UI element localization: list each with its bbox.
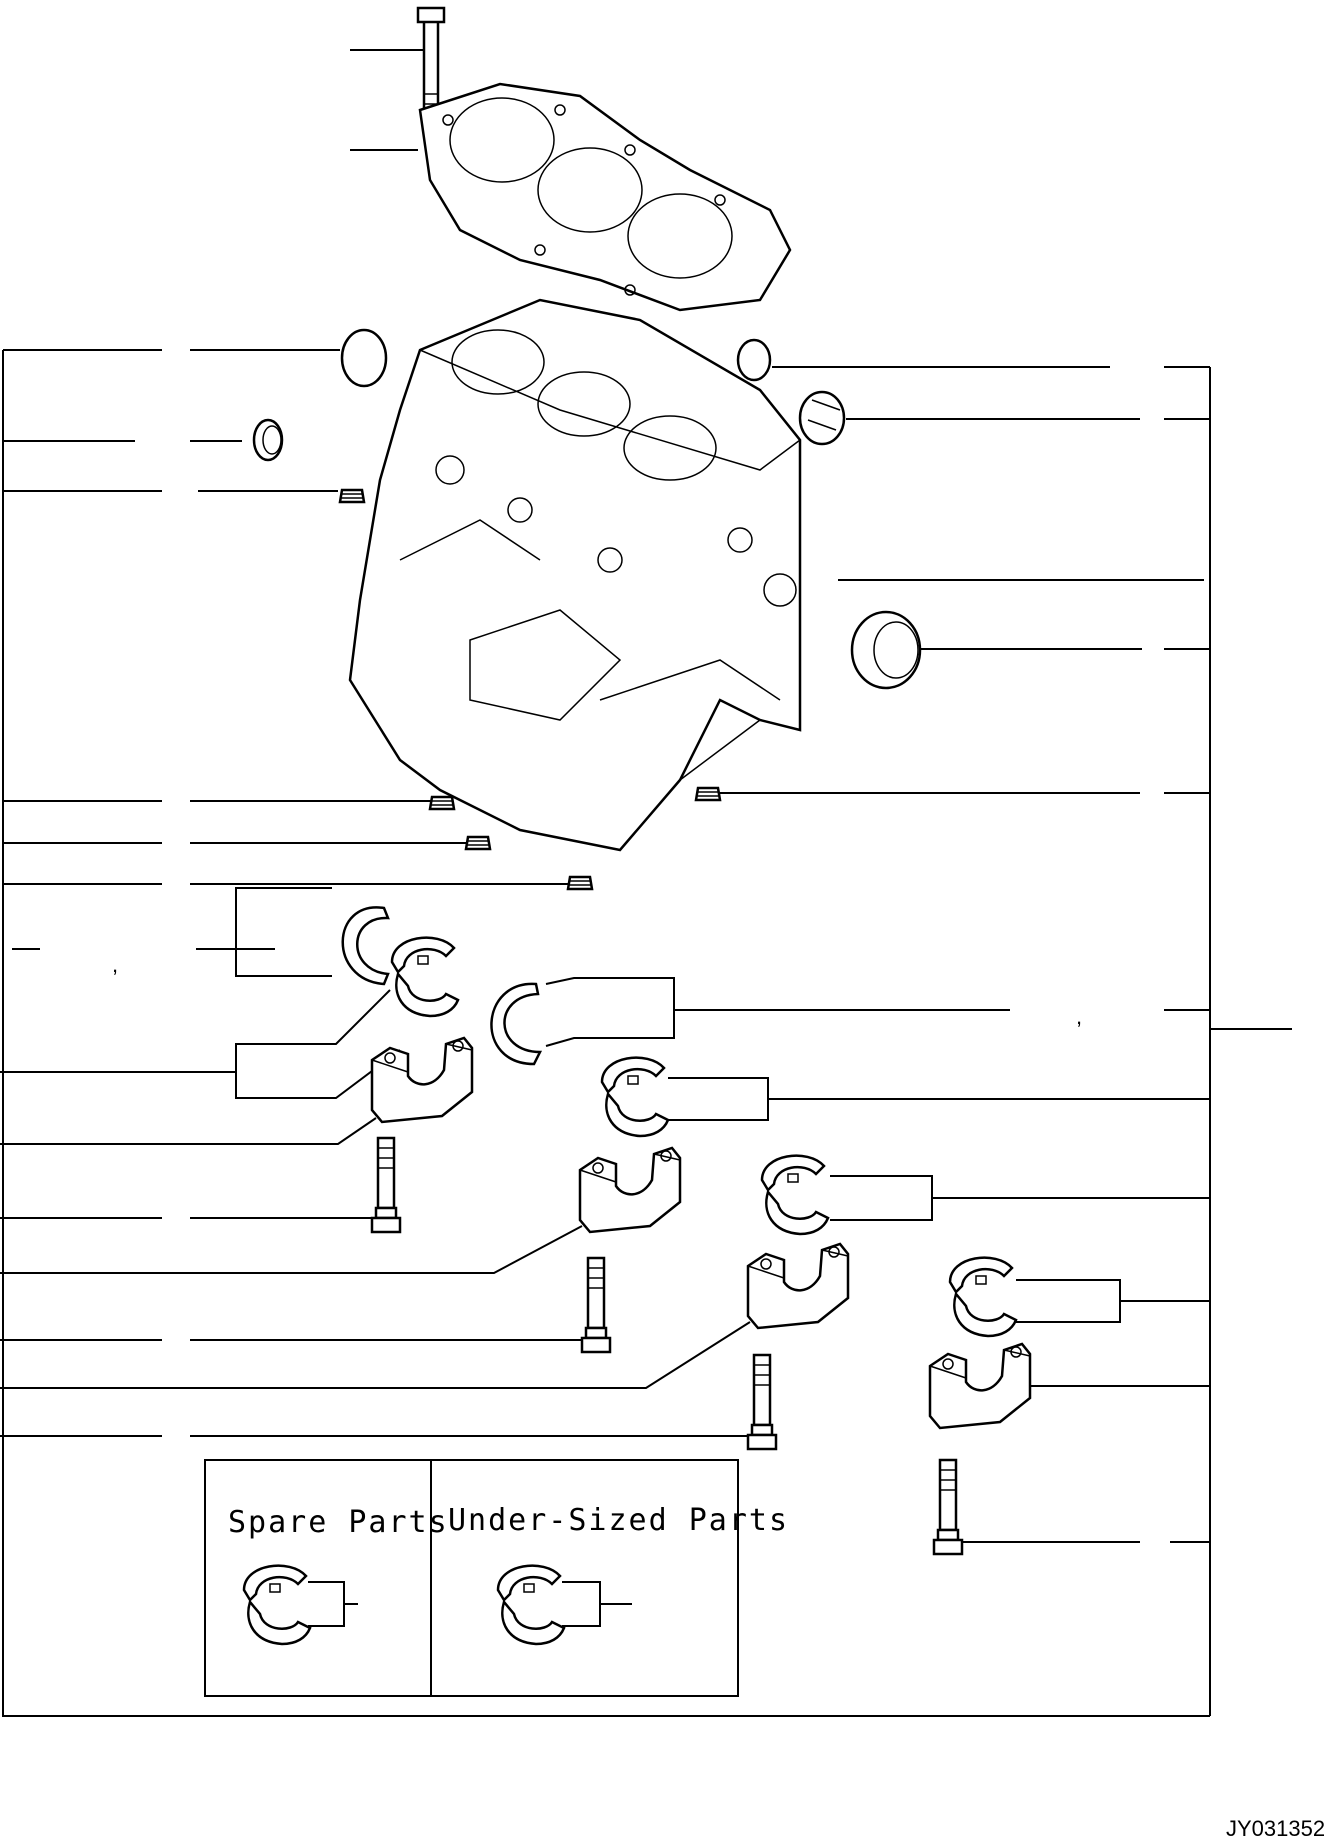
inset-box: Spare Parts Under-Sized Parts — [204, 1459, 789, 1697]
cap-bolt-4 — [932, 1458, 1210, 1556]
main-bearing-shell-2 — [600, 1056, 1210, 1138]
sleeve-plug — [798, 390, 1140, 446]
comma-right: , — [1076, 1004, 1082, 1029]
plug-small-4 — [190, 875, 594, 891]
expansion-plug-right — [736, 338, 1110, 382]
plug-small-1 — [198, 488, 366, 504]
cap-bolt-1 — [0, 1136, 402, 1234]
plug-small-3 — [190, 835, 492, 851]
plug-right — [694, 786, 1140, 802]
figure-code: JY031352 — [1226, 1816, 1325, 1841]
main-bearing-shell-4 — [948, 1256, 1210, 1338]
camshaft-bushing — [850, 610, 1142, 690]
spare-parts-label: Spare Parts — [228, 1505, 449, 1540]
plug-small-2 — [190, 795, 456, 811]
thrust-washer-left — [196, 887, 390, 986]
head-bolt — [350, 6, 446, 116]
spare-bearing-shell — [242, 1564, 358, 1646]
undersized-parts-label: Under-Sized Parts — [448, 1503, 789, 1538]
main-bearing-cap-3 — [0, 1242, 850, 1389]
main-bearing-cap-2 — [0, 1146, 682, 1274]
expansion-plug-large — [190, 328, 388, 388]
comma-left: , — [112, 952, 118, 977]
main-bearing-shell-3 — [760, 1154, 1210, 1236]
left-bracket — [2, 349, 1210, 1717]
cylinder-block — [348, 298, 802, 852]
thrust-washer-right — [490, 977, 1010, 1066]
main-bearing-cap-1 — [0, 1036, 474, 1145]
right-bracket — [1164, 366, 1292, 1716]
oil-seal-ring — [190, 418, 284, 462]
main-bearing-cap-4 — [928, 1342, 1210, 1430]
head-gasket — [350, 82, 792, 312]
main-bearing-shell-1 — [0, 936, 460, 1099]
undersized-bearing-shell — [496, 1564, 632, 1646]
cap-bolt-3 — [0, 1353, 778, 1451]
cap-bolt-2 — [0, 1256, 612, 1354]
